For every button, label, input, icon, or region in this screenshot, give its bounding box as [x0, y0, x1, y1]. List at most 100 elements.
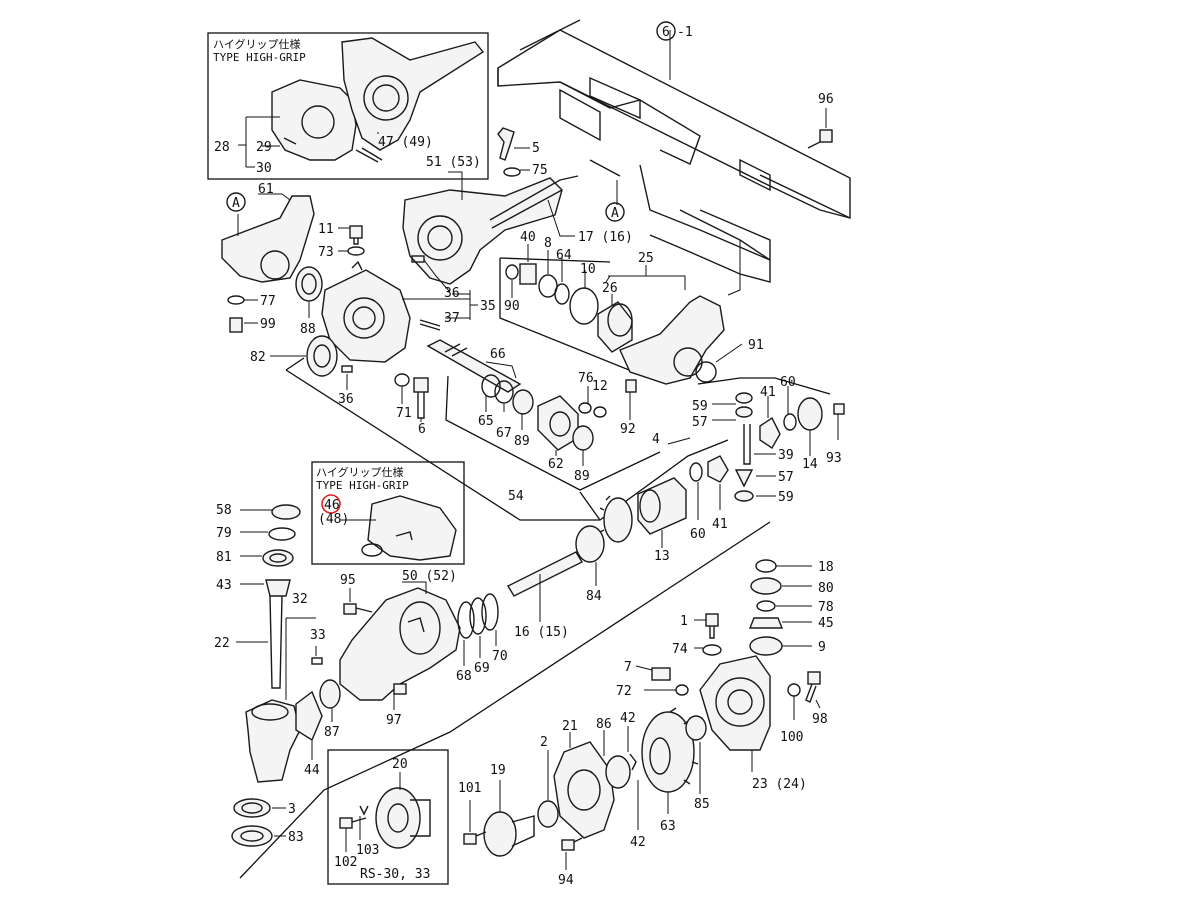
callout-11: 11 [318, 222, 334, 237]
callout-19: 19 [490, 763, 506, 778]
callout-9: 9 [818, 640, 826, 655]
callout-89-b: 89 [574, 469, 590, 484]
bolt-95 [343, 588, 373, 615]
callout-39: 39 [778, 448, 794, 463]
bearing-86-clip-42 [603, 726, 639, 830]
callout-41-b: 41 [712, 517, 728, 532]
callout-99: 99 [260, 317, 276, 332]
washer-77-bolt-99 [227, 295, 258, 333]
callout-2: 2 [540, 735, 548, 750]
bearing-group-box [499, 257, 635, 373]
callout-69: 69 [474, 661, 490, 676]
callout-8: 8 [544, 236, 552, 251]
callout-45: 45 [818, 616, 834, 631]
callout-76: 76 [578, 371, 594, 386]
oring-91 [695, 343, 743, 383]
shaft-22-knuckle [236, 595, 301, 783]
inset-rs-title: RS-30, 33 [360, 867, 430, 882]
callout-50: 50 (52) [402, 569, 457, 584]
shaft-assembly-54 [285, 357, 729, 521]
callout-42-b: 42 [630, 835, 646, 850]
callout-75: 75 [532, 163, 548, 178]
inset-title-jp: ハイグリップ仕様 [213, 37, 301, 51]
bearing-87 [319, 679, 341, 722]
pin-36-upper [411, 255, 451, 293]
bolt-94 [561, 837, 583, 870]
bracket-32-33 [285, 617, 323, 700]
bolt-97 [393, 683, 407, 710]
callout-90: 90 [504, 299, 520, 314]
inset-rs: RS-30, 33 [327, 749, 449, 885]
callout-7: 7 [624, 660, 632, 675]
bearings-18-80-78-45-9 [748, 559, 812, 656]
callout-60-a: 60 [780, 375, 796, 390]
callout-46: 46 [324, 498, 340, 513]
callout-62: 62 [548, 457, 564, 472]
callout-83: 83 [288, 830, 304, 845]
callout-29: 29 [256, 140, 272, 155]
callout-58: 58 [216, 503, 232, 518]
knuckle-arm-61 [221, 193, 315, 283]
callout-57-a: 57 [692, 415, 708, 430]
callout-88: 88 [300, 322, 316, 337]
callout-61: 61 [258, 182, 274, 197]
final-case-23 [699, 655, 771, 772]
inset-high-grip-top: ハイグリップ仕様 TYPE HIGH-GRIP [207, 32, 489, 180]
inset-title-en: TYPE HIGH-GRIP [213, 51, 306, 64]
callout-32: 32 [292, 592, 308, 607]
callout-labels: 6 -1 A A 96 28 29 30 47 (49) 51 (53) 5 7… [214, 21, 842, 888]
callout-36-upper: 36 [444, 286, 460, 301]
callout-25: 25 [638, 251, 654, 266]
callout-3: 3 [288, 802, 296, 817]
callout-68: 68 [456, 669, 472, 684]
callout-78: 78 [818, 600, 834, 615]
drive-shaft-parts [426, 339, 607, 466]
callout-42-a: 42 [620, 711, 636, 726]
callout-28: 28 [214, 140, 230, 155]
case-50 [339, 581, 461, 701]
callout-72: 72 [616, 684, 632, 699]
bevel-gear-44 [295, 690, 323, 760]
seal-82 [270, 335, 338, 377]
callout-33: 33 [310, 628, 326, 643]
callout-97: 97 [386, 713, 402, 728]
callout-66: 66 [490, 347, 506, 362]
callout-67: 67 [496, 426, 512, 441]
callout-60-b: 60 [690, 527, 706, 542]
callout-4: 4 [652, 432, 660, 447]
callout-26: 26 [602, 281, 618, 296]
callout-65: 65 [478, 414, 494, 429]
callout-18: 18 [818, 560, 834, 575]
callout-77: 77 [260, 294, 276, 309]
callout-circle-6 [656, 21, 676, 41]
washer-71-bolt-6 [394, 373, 429, 422]
lower-bracket [239, 521, 771, 879]
callout-95: 95 [340, 573, 356, 588]
callout-13: 13 [654, 549, 670, 564]
cap-58-circlip-79 [240, 504, 301, 541]
axle-tube-shape [341, 37, 485, 151]
callout-47: 47 (49) [378, 135, 433, 150]
callout-89-a: 89 [514, 434, 530, 449]
callout-14: 14 [802, 457, 818, 472]
callout-10: 10 [580, 262, 596, 277]
callout-12: 12 [592, 379, 608, 394]
callout-1: 1 [680, 614, 688, 629]
tractor-frame [497, 19, 851, 296]
callout-22: 22 [214, 636, 230, 651]
seal-3-seal-83 [231, 798, 286, 847]
callout-20: 20 [392, 757, 408, 772]
callout-59-b: 59 [778, 490, 794, 505]
callout-40: 40 [520, 230, 536, 245]
callout-84: 84 [586, 589, 602, 604]
callout-35: 35 [480, 299, 496, 314]
callout-86: 86 [596, 717, 612, 732]
hub-19 [483, 780, 535, 857]
callout-circle-a2 [605, 202, 625, 222]
callout-73: 73 [318, 245, 334, 260]
callout-23: 23 (24) [752, 777, 807, 792]
differential-parts [667, 377, 845, 520]
callout-21: 21 [562, 719, 578, 734]
callout-94: 94 [558, 873, 574, 888]
callout-64: 64 [556, 248, 572, 263]
